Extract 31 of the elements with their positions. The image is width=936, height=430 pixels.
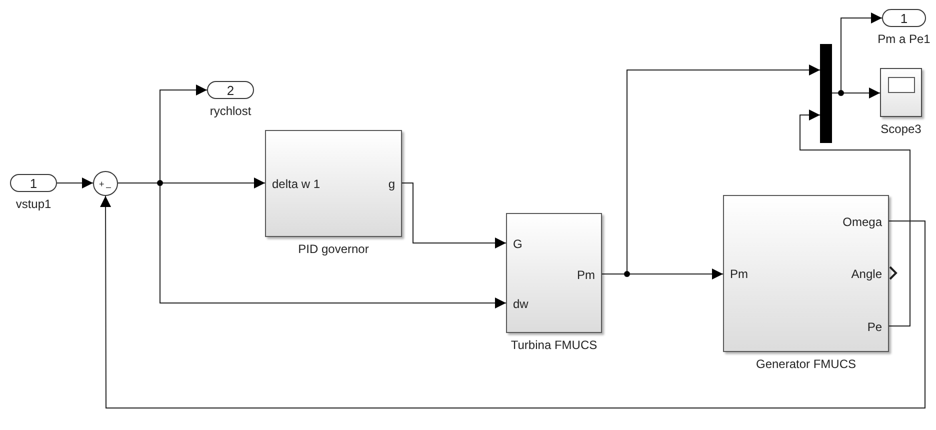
block-caption: Turbina FMUCS: [510, 339, 598, 351]
mux-bar: [820, 44, 832, 143]
port-terminal: 1: [10, 174, 57, 192]
port-terminal: 2: [207, 81, 254, 99]
sign-label: –: [106, 183, 112, 192]
block-caption: Scope3: [880, 123, 922, 135]
block-caption: Pm a Pe1: [878, 33, 930, 45]
port-label: dw: [513, 298, 528, 310]
port-label: Pm: [730, 268, 748, 280]
block-caption: vstup1: [16, 198, 52, 210]
block-caption: PID governor: [298, 243, 369, 255]
block-caption: Generator FMUCS: [756, 358, 856, 370]
port-label: Pe: [867, 321, 882, 333]
port-label: delta w 1: [272, 178, 320, 190]
signal-line: [402, 182, 506, 248]
port-label: G: [513, 238, 522, 250]
port-label: Angle: [851, 268, 882, 280]
sign-label: +: [99, 180, 104, 189]
signal-line: [56, 178, 94, 188]
block-caption: rychlost: [210, 105, 252, 117]
scope-block: [880, 68, 922, 117]
signal-line: [800, 110, 910, 326]
port-label: g: [388, 178, 395, 190]
signal-line: [100, 196, 926, 408]
port-label: Omega: [842, 216, 882, 228]
subsystem-block: [265, 130, 402, 237]
subsystem-block: [723, 195, 889, 352]
subsystem-block: [506, 213, 602, 333]
sum-junction: [93, 171, 118, 196]
port-terminal: 1: [882, 9, 926, 27]
port-label: Pm: [577, 269, 595, 281]
